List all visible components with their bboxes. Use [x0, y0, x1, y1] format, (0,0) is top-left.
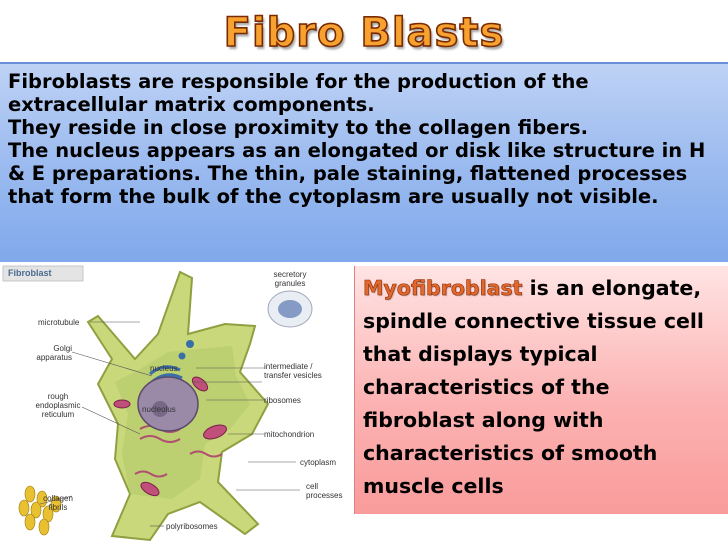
myofibroblast-term: Myofibroblast: [363, 276, 523, 301]
myofibroblast-text-box: Myofibroblast is an elongate, spindle co…: [354, 266, 728, 514]
fibroblast-illustration: [2, 265, 313, 542]
label-cell-processes: cell processes: [306, 482, 343, 500]
leader-lines: [39, 321, 300, 527]
slide-title: Fibro Blasts: [223, 9, 505, 57]
label-golgi-apparatus: Golgi apparatus: [36, 344, 72, 362]
diagram-heading-tab: [2, 265, 84, 282]
nucleolus: [152, 401, 168, 417]
myofibroblast-description: is an elongate, spindle connective tissu…: [363, 276, 704, 498]
fibroblast-diagram: Fibroblast secretory granules microtubul…: [0, 264, 354, 546]
label-microtubule: microtubule: [38, 318, 80, 327]
diagram-heading: Fibroblast: [8, 268, 52, 278]
label-secretory-granules: secretory granules: [273, 270, 307, 288]
label-ribosomes: ribosomes: [264, 396, 301, 405]
label-rough-er: rough endoplasmic reticulum: [35, 392, 81, 419]
mitochondria: [113, 376, 227, 497]
intro-line-3: The nucleus appears as an elongated or d…: [8, 139, 706, 208]
label-nucleolus: nucleolus: [142, 405, 176, 414]
label-cytoplasm: cytoplasm: [300, 458, 337, 467]
collagen-fibrils: [18, 485, 62, 536]
label-mitochondrion: mitochondrion: [264, 430, 315, 439]
nucleus: [137, 376, 199, 432]
label-nucleus: nucleus: [150, 364, 178, 373]
label-collagen-fibrils: collagen fibrils: [43, 494, 73, 512]
label-polyribosomes: polyribosomes: [166, 522, 218, 531]
intro-line-2: They reside in close proximity to the co…: [8, 116, 589, 139]
intro-text-box: Fibroblasts are responsible for the prod…: [0, 62, 728, 262]
label-intermediate-vesicles: intermediate / transfer vesicles: [264, 362, 322, 380]
intro-line-1: Fibroblasts are responsible for the prod…: [8, 70, 589, 116]
